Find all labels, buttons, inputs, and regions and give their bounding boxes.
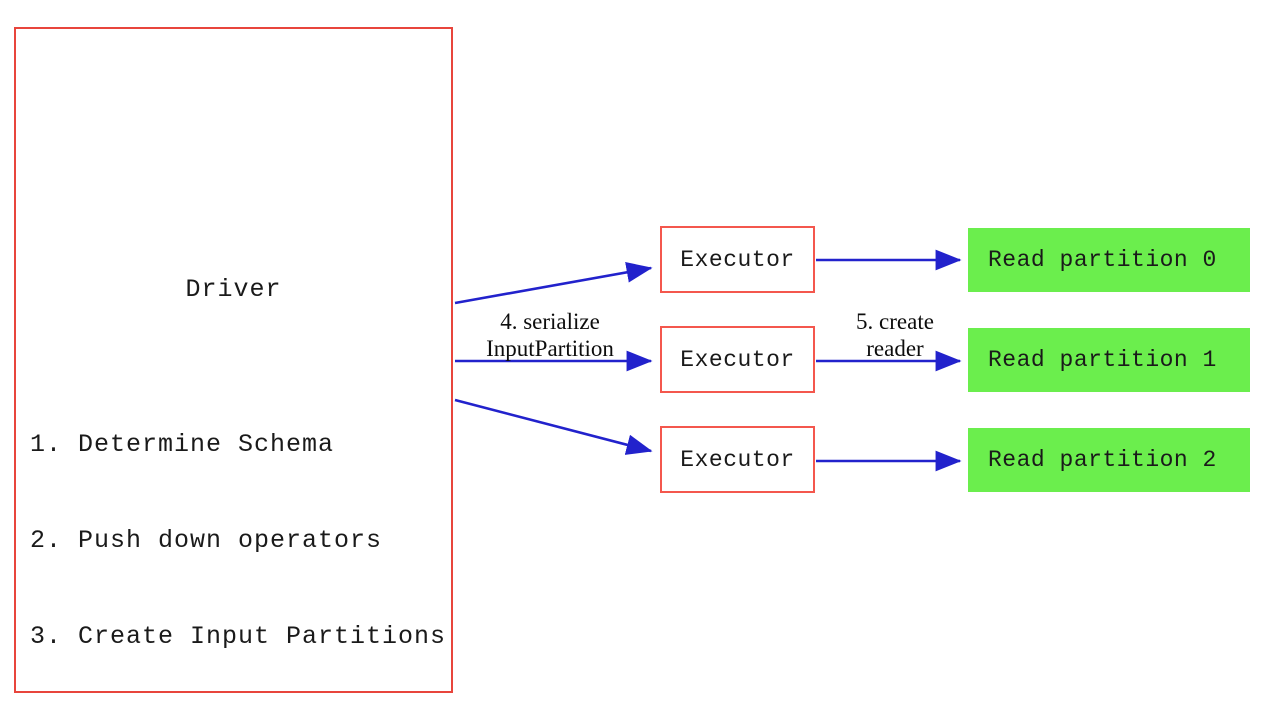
partition-box-2: Read partition 2 [968,428,1250,492]
driver-step-2: 2. Push down operators [30,526,383,555]
label-create-reader-line-1: 5. create [856,309,934,334]
arrow-driver-to-executor-1 [454,262,653,305]
label-create-reader-line-2: reader [866,336,924,361]
label-serialize-input-partition: 4. serialize InputPartition [455,308,645,362]
arrow-driver-to-executor-3 [454,398,653,455]
label-create-reader: 5. create reader [826,308,964,362]
executor-box-3: Executor [660,426,815,493]
driver-box: Driver 1. Determine Schema 2. Push down … [14,27,453,693]
label-serialize-line-1: 4. serialize [500,309,600,334]
driver-step-3: 3. Create Input Partitions [30,622,447,651]
executor-box-2: Executor [660,326,815,393]
executor-box-1: Executor [660,226,815,293]
label-serialize-line-2: InputPartition [486,336,614,361]
driver-title: Driver [185,275,282,304]
partition-box-1: Read partition 1 [968,328,1250,392]
driver-step-1: 1. Determine Schema [30,430,335,459]
partition-box-0: Read partition 0 [968,228,1250,292]
driver-steps-list: 1. Determine Schema 2. Push down operato… [30,365,446,717]
